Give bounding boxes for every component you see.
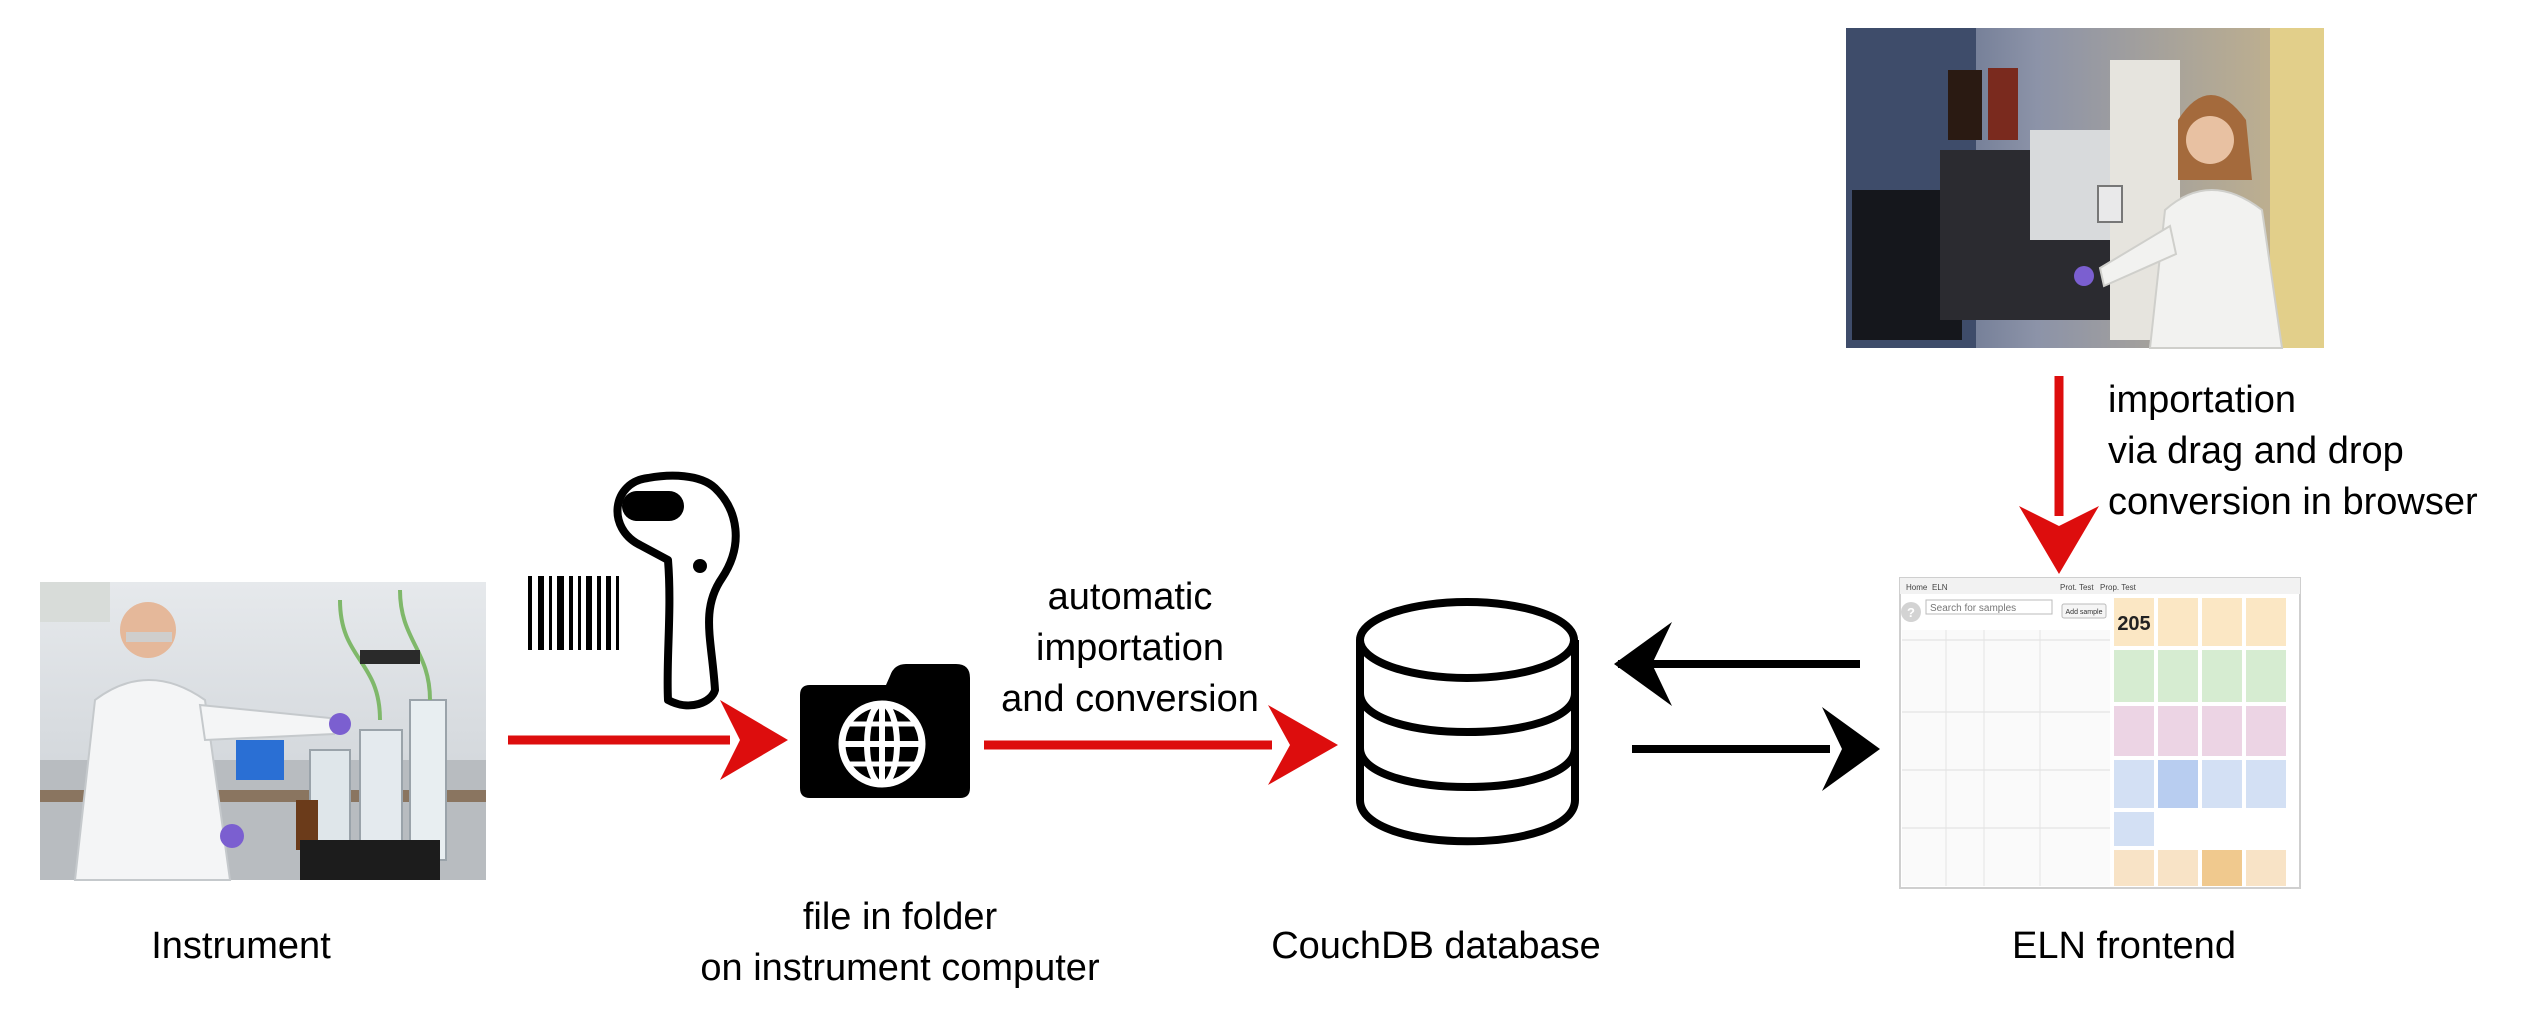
dragdrop-label-line-1: importation (2108, 379, 2296, 421)
eln-add-sample-button: Add sample (2066, 609, 2103, 616)
file-label: file in folder on instrument computer (660, 892, 1140, 994)
eln-screenshot: Home ELN Prot. Test Prop. Test ? Search … (1899, 577, 2301, 889)
instrument-photo (40, 582, 486, 881)
file-label-line-2: on instrument computer (700, 947, 1100, 989)
dragdrop-label-line-3: conversion in browser (2108, 481, 2478, 523)
eln-search-input: Search for samples (1930, 603, 2016, 614)
dragdrop-importation-label: importation via drag and drop conversion… (2108, 375, 2478, 528)
barcode-icon (528, 576, 619, 650)
automatic-label-line-2: importation (1036, 627, 1224, 669)
arrow-database-to-eln (1632, 707, 1880, 791)
camera-globe-icon (800, 664, 970, 798)
browser-lab-photo (1846, 28, 2324, 349)
instrument-label: Instrument (151, 925, 331, 967)
svg-text:?: ? (1907, 605, 1915, 620)
automatic-label-line-1: automatic (1047, 576, 1213, 618)
eln-samples-count: 205 (2117, 613, 2150, 635)
dragdrop-label-line-2: via drag and drop (2108, 430, 2404, 472)
eln-tab-prot: Prot. Test (2060, 583, 2094, 592)
arrow-file-to-database (984, 705, 1338, 785)
barcode-scanner-icon (613, 471, 740, 710)
arrow-instrument-to-file (508, 700, 788, 780)
automatic-importation-label: automatic importation and conversion (970, 572, 1290, 725)
eln-tab-home: Home (1906, 583, 1928, 592)
file-label-line-1: file in folder (802, 896, 998, 938)
database-icon (1356, 598, 1579, 846)
eln-tab-prop: Prop. Test (2100, 583, 2137, 592)
eln-label: ELN frontend (2012, 925, 2236, 967)
arrow-eln-to-database (1614, 622, 1860, 706)
eln-tab-eln: ELN (1932, 583, 1948, 592)
arrow-photo-to-eln (2019, 376, 2099, 574)
automatic-label-line-3: and conversion (1001, 678, 1259, 720)
database-label: CouchDB database (1271, 925, 1601, 967)
